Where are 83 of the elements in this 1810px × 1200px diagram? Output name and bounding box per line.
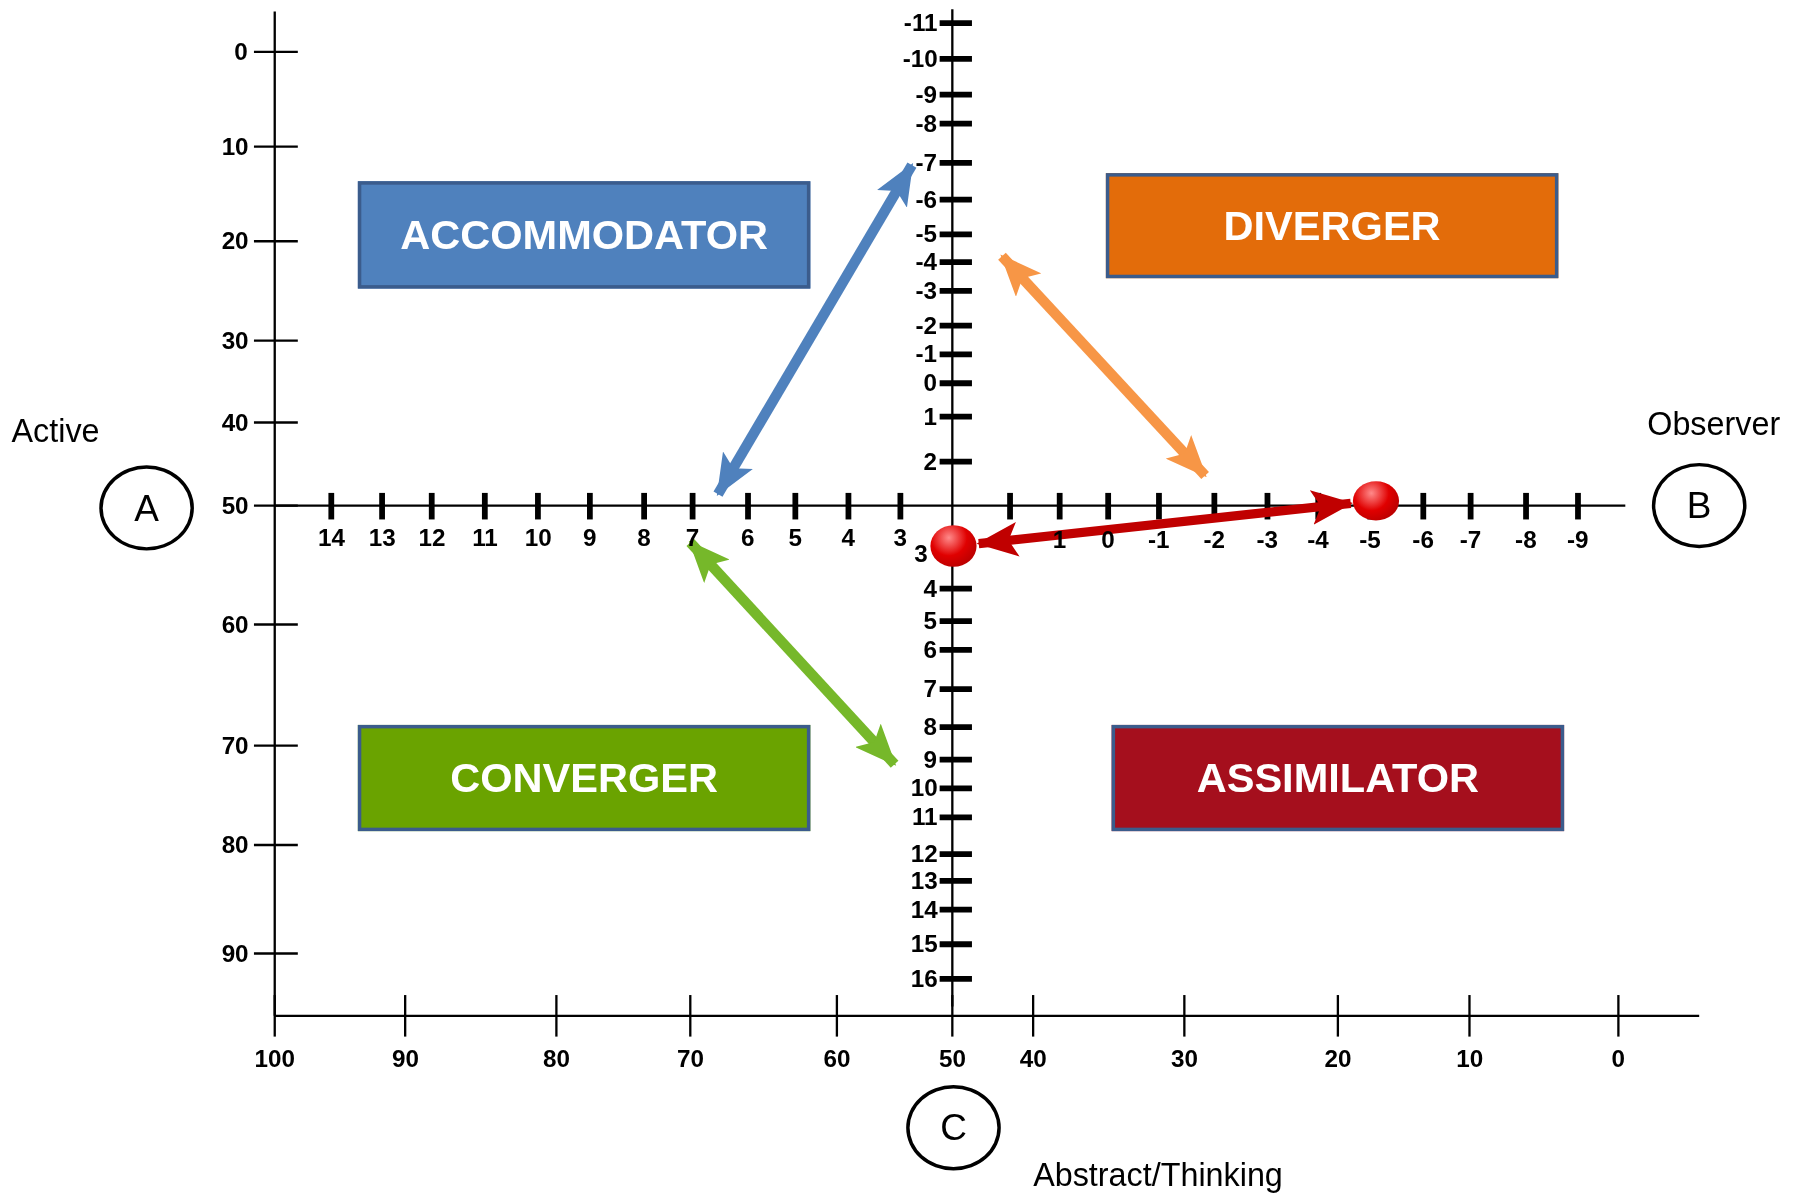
- tick-label: -8: [915, 110, 937, 137]
- tick-label: 11: [472, 525, 498, 551]
- tick-label: -10: [902, 46, 938, 72]
- tick-label: 0: [1611, 1045, 1625, 1072]
- tick-label: -5: [915, 221, 937, 248]
- pole-label: Abstract/Thinking: [1033, 1156, 1283, 1194]
- style-box: ASSIMILATOR: [1111, 724, 1565, 832]
- tick-label: 14: [910, 896, 938, 923]
- style-box: CONVERGER: [357, 724, 811, 832]
- tick-label: 1: [923, 404, 937, 430]
- tick-label: 80: [543, 1045, 571, 1072]
- tick-label: -3: [1256, 527, 1279, 553]
- marker-dot: [930, 525, 977, 567]
- tick-label: -6: [1412, 527, 1434, 553]
- tick-label: 50: [939, 1045, 966, 1072]
- tick-label: 70: [677, 1045, 704, 1072]
- pole-circle: A: [99, 465, 194, 551]
- tick-label: 5: [923, 608, 937, 634]
- tick-label: 60: [823, 1045, 851, 1072]
- tick-label: 3: [914, 541, 928, 567]
- tick-label: 9: [923, 746, 937, 773]
- tick-label: 16: [910, 966, 938, 992]
- tick-label: -7: [1459, 527, 1482, 553]
- tick-label: -5: [1359, 527, 1381, 553]
- pole-circle: C: [906, 1085, 1001, 1171]
- tick-label: 100: [254, 1045, 295, 1072]
- tick-label: 30: [1171, 1045, 1199, 1072]
- pole-label: Observer: [1647, 406, 1781, 444]
- tick-label: 2: [923, 449, 937, 475]
- pole-label: Active: [11, 413, 100, 451]
- tick-label: 50: [221, 492, 249, 519]
- tick-label: -2: [1203, 527, 1225, 553]
- tick-label: 6: [741, 525, 755, 551]
- tick-label: 90: [391, 1045, 419, 1072]
- tick-label: 70: [221, 733, 249, 759]
- tick-label: 13: [368, 525, 396, 551]
- style-box: DIVERGER: [1105, 173, 1559, 279]
- tick-label: 0: [234, 39, 248, 65]
- tick-label: 3: [893, 525, 907, 551]
- tick-label: 40: [1019, 1045, 1047, 1072]
- tick-label: 8: [637, 525, 651, 551]
- tick-label: 20: [221, 228, 249, 254]
- tick-label: 12: [910, 841, 938, 867]
- pole-circle: B: [1651, 462, 1747, 549]
- tick-label: 30: [221, 327, 249, 354]
- tick-label: 60: [221, 611, 249, 638]
- tick-label: 6: [923, 637, 937, 663]
- tick-label: -6: [915, 187, 937, 213]
- tick-label: -7: [915, 150, 937, 176]
- tick-label: 4: [923, 576, 937, 602]
- tick-label: -8: [1515, 527, 1537, 553]
- tick-label: -1: [915, 341, 937, 368]
- tick-label: -9: [915, 81, 937, 108]
- tick-label: 9: [582, 525, 597, 551]
- tick-label: 20: [1324, 1045, 1352, 1072]
- style-box: ACCOMMODATOR: [357, 181, 811, 289]
- tick-label: 5: [788, 525, 802, 551]
- tick-label: -3: [915, 278, 937, 304]
- tick-label: -9: [1567, 527, 1589, 553]
- tick-label: 4: [841, 525, 855, 551]
- tick-label: 7: [923, 676, 937, 702]
- tick-label: 15: [910, 931, 938, 957]
- tick-label: -11: [903, 10, 938, 36]
- marker-dot: [1352, 481, 1400, 521]
- tick-label: 8: [923, 714, 937, 740]
- tick-label: 13: [910, 868, 938, 894]
- tick-label: -4: [915, 249, 937, 275]
- tick-label: 0: [1101, 527, 1115, 553]
- tick-label: 10: [910, 775, 938, 802]
- tick-label: 10: [524, 525, 552, 551]
- tick-label: -2: [915, 312, 937, 339]
- tick-label: 10: [221, 133, 249, 160]
- double-arrow: [976, 490, 1353, 557]
- tick-label: 40: [221, 409, 249, 436]
- tick-label: 10: [1456, 1045, 1484, 1072]
- tick-label: 80: [221, 832, 249, 858]
- tick-label: 12: [418, 525, 446, 551]
- tick-label: -1: [1148, 527, 1170, 553]
- tick-label: 11: [911, 804, 938, 830]
- tick-label: 0: [923, 370, 937, 396]
- tick-label: 90: [221, 940, 249, 967]
- tick-label: 14: [318, 525, 345, 551]
- tick-label: -4: [1307, 527, 1329, 553]
